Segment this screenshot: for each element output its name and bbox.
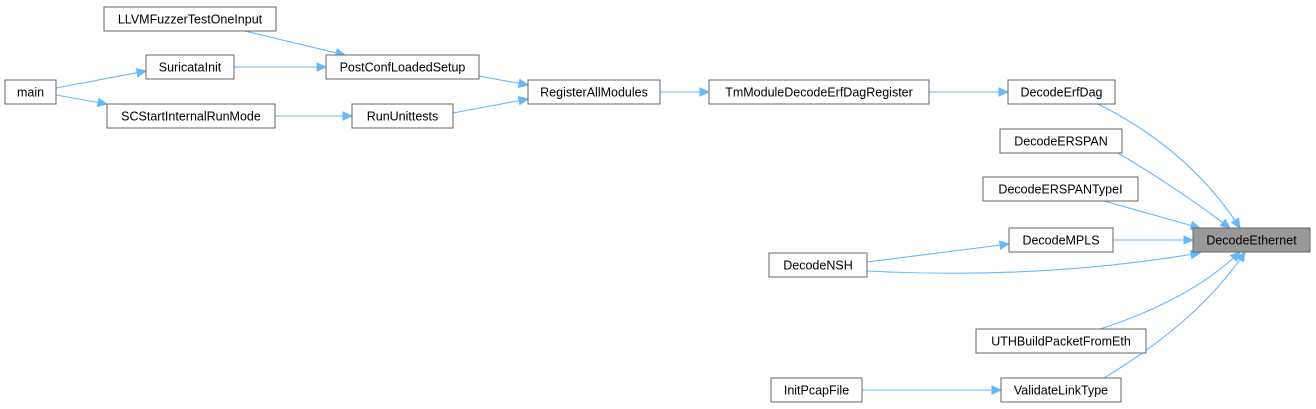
node-decodeerspan-label: DecodeERSPAN	[1014, 135, 1108, 149]
node-rununittests-box	[351, 103, 454, 129]
node-suricatainit-box	[145, 54, 235, 80]
edge-main-to-scstart-arrowhead	[96, 97, 109, 108]
node-postconf-box	[325, 54, 480, 80]
node-postconf-label: PostConfLoadedSetup	[340, 61, 466, 75]
edge-validatelink-to-decodeethernet-arrowhead	[1235, 250, 1246, 263]
edge-scstart-to-rununittests-arrowhead	[342, 111, 354, 121]
node-decodensh-label: DecodeNSH	[783, 259, 852, 273]
node-initpcap-label: InitPcapFile	[784, 384, 849, 398]
node-suricatainit-label: SuricataInit	[159, 61, 222, 75]
node-decodeerfdag[interactable]: DecodeErfDag	[1007, 79, 1116, 105]
node-decodempls[interactable]: DecodeMPLS	[1008, 227, 1114, 253]
edge-decodeerfdag-to-decodeethernet-arrowhead	[1230, 217, 1241, 230]
node-main[interactable]: main	[4, 79, 57, 105]
node-decodeethernet-label: DecodeEthernet	[1206, 234, 1297, 248]
edge-decodeerspantypei-to-decodeethernet	[1103, 200, 1201, 229]
node-decodeethernet[interactable]: DecodeEthernet	[1192, 227, 1311, 253]
edge-decodensh-to-decodempls	[866, 243, 1010, 263]
edge-validatelink-to-decodeethernet	[1103, 251, 1246, 379]
edge-uthbuild-to-decodeethernet	[1099, 251, 1241, 330]
node-registerall-label: RegisterAllModules	[540, 86, 648, 100]
node-registerall[interactable]: RegisterAllModules	[527, 79, 661, 105]
node-rununittests-label: RunUnittests	[367, 110, 439, 124]
node-suricatainit[interactable]: SuricataInit	[145, 54, 235, 80]
edge-suricatainit-to-postconf-arrowhead	[316, 62, 328, 72]
node-uthbuild-label: UTHBuildPacketFromEth	[991, 335, 1131, 349]
node-decodeerspan-box	[999, 128, 1123, 154]
edge-rununittests-to-registerall-arrowhead	[517, 96, 530, 106]
edge-decodensh-to-decodempls-arrowhead	[998, 240, 1011, 250]
node-main-box	[4, 79, 57, 105]
node-decodeethernet-box	[1192, 227, 1311, 253]
edge-main-to-suricatainit-arrowhead	[135, 68, 148, 78]
node-decodensh-box	[768, 252, 868, 278]
node-validatelink[interactable]: ValidateLinkType	[1000, 377, 1122, 403]
node-uthbuild[interactable]: UTHBuildPacketFromEth	[975, 328, 1147, 354]
node-main-label: main	[17, 86, 44, 100]
node-validatelink-box	[1000, 377, 1122, 403]
node-decodeerfdag-box	[1007, 79, 1116, 105]
edge-postconf-to-registerall-arrowhead	[517, 78, 530, 88]
node-decodempls-label: DecodeMPLS	[1022, 234, 1099, 248]
node-decodeerfdag-label: DecodeErfDag	[1021, 86, 1103, 100]
edge-llvm-to-postconf	[244, 30, 346, 56]
edge-tmmodule-to-decodeerfdag-arrowhead	[998, 87, 1010, 97]
edge-decodensh-to-decodeethernet	[866, 252, 1201, 274]
edge-main-to-suricatainit	[55, 70, 147, 89]
node-rununittests[interactable]: RunUnittests	[351, 103, 454, 129]
node-validatelink-label: ValidateLinkType	[1014, 384, 1108, 398]
node-decodeerspantypei-label: DecodeERSPANTypeI	[998, 183, 1122, 197]
edge-decodempls-to-decodeethernet-arrowhead	[1183, 235, 1195, 245]
node-initpcap-box	[770, 377, 863, 403]
node-decodeerspantypei[interactable]: DecodeERSPANTypeI	[982, 176, 1139, 202]
edge-decodeerspan-to-decodeethernet-arrowhead	[1219, 218, 1231, 229]
node-llvm-box	[103, 6, 277, 32]
node-tmmodule-box	[708, 79, 930, 105]
node-decodensh[interactable]: DecodeNSH	[768, 252, 868, 278]
edge-decodeerspan-to-decodeethernet	[1117, 152, 1231, 229]
node-scstart-box	[106, 103, 276, 129]
node-decodempls-box	[1008, 227, 1114, 253]
node-scstart-label: SCStartInternalRunMode	[121, 110, 261, 124]
edge-registerall-to-tmmodule-arrowhead	[699, 87, 711, 97]
edge-initpcap-to-validatelink-arrowhead	[991, 385, 1003, 395]
node-tmmodule[interactable]: TmModuleDecodeErfDagRegister	[708, 79, 930, 105]
node-uthbuild-box	[975, 328, 1147, 354]
node-llvm-label: LLVMFuzzerTestOneInput	[118, 13, 263, 27]
edges-layer	[55, 30, 1246, 395]
node-scstart[interactable]: SCStartInternalRunMode	[106, 103, 276, 129]
node-decodeerspantypei-box	[982, 176, 1139, 202]
node-decodeerspan[interactable]: DecodeERSPAN	[999, 128, 1123, 154]
node-llvm[interactable]: LLVMFuzzerTestOneInput	[103, 6, 277, 32]
node-postconf[interactable]: PostConfLoadedSetup	[325, 54, 480, 80]
edge-rununittests-to-registerall	[452, 98, 529, 114]
node-registerall-box	[527, 79, 661, 105]
nodes-layer: main LLVMFuzzerTestOneInputSuricataInitSC…	[4, 6, 1311, 403]
edge-decodeerfdag-to-decodeethernet	[1097, 103, 1241, 229]
node-tmmodule-label: TmModuleDecodeErfDagRegister	[725, 86, 913, 100]
node-initpcap[interactable]: InitPcapFile	[770, 377, 863, 403]
